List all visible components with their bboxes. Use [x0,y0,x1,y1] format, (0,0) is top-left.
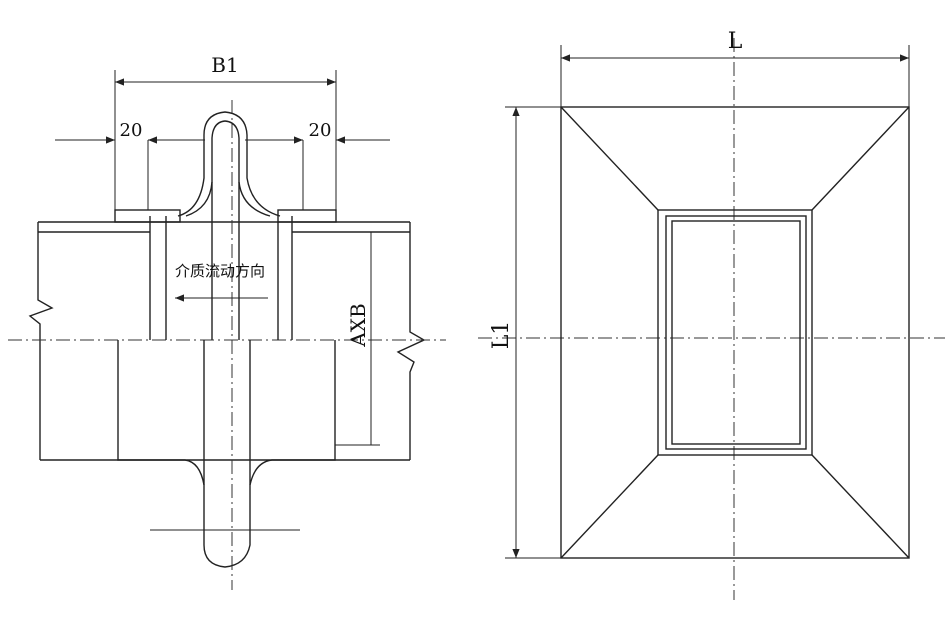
opening-mid [665,215,807,450]
top-flange [114,140,337,223]
label-flow-direction: 介质流动方向 [175,262,265,280]
label-l1: L1 [489,321,514,350]
dimension-20-left: 20 [55,120,205,144]
opening-outer [657,209,813,456]
label-axb: AXB [346,303,370,347]
outer-frame [560,106,910,559]
label-l: L [728,29,743,54]
flow-direction: 介质流动方向 [175,262,268,302]
dimension-b1: B1 [114,53,337,140]
opening-inner [671,220,801,445]
duct-walls [28,221,426,461]
dimension-l: L [560,29,910,107]
dimension-axb: AXB [335,231,380,446]
label-20-right: 20 [309,120,332,141]
label-20-left: 20 [120,120,143,141]
dimension-l1: L1 [489,106,561,559]
upper-rod [177,111,281,340]
lower-body [117,340,336,568]
label-b1: B1 [211,53,238,77]
dimension-20-right: 20 [245,120,390,144]
section-view: B1 20 20 介质流动方向 AXB [8,53,446,590]
inner-sleeve [149,216,293,340]
plan-view: L L1 [478,29,945,600]
